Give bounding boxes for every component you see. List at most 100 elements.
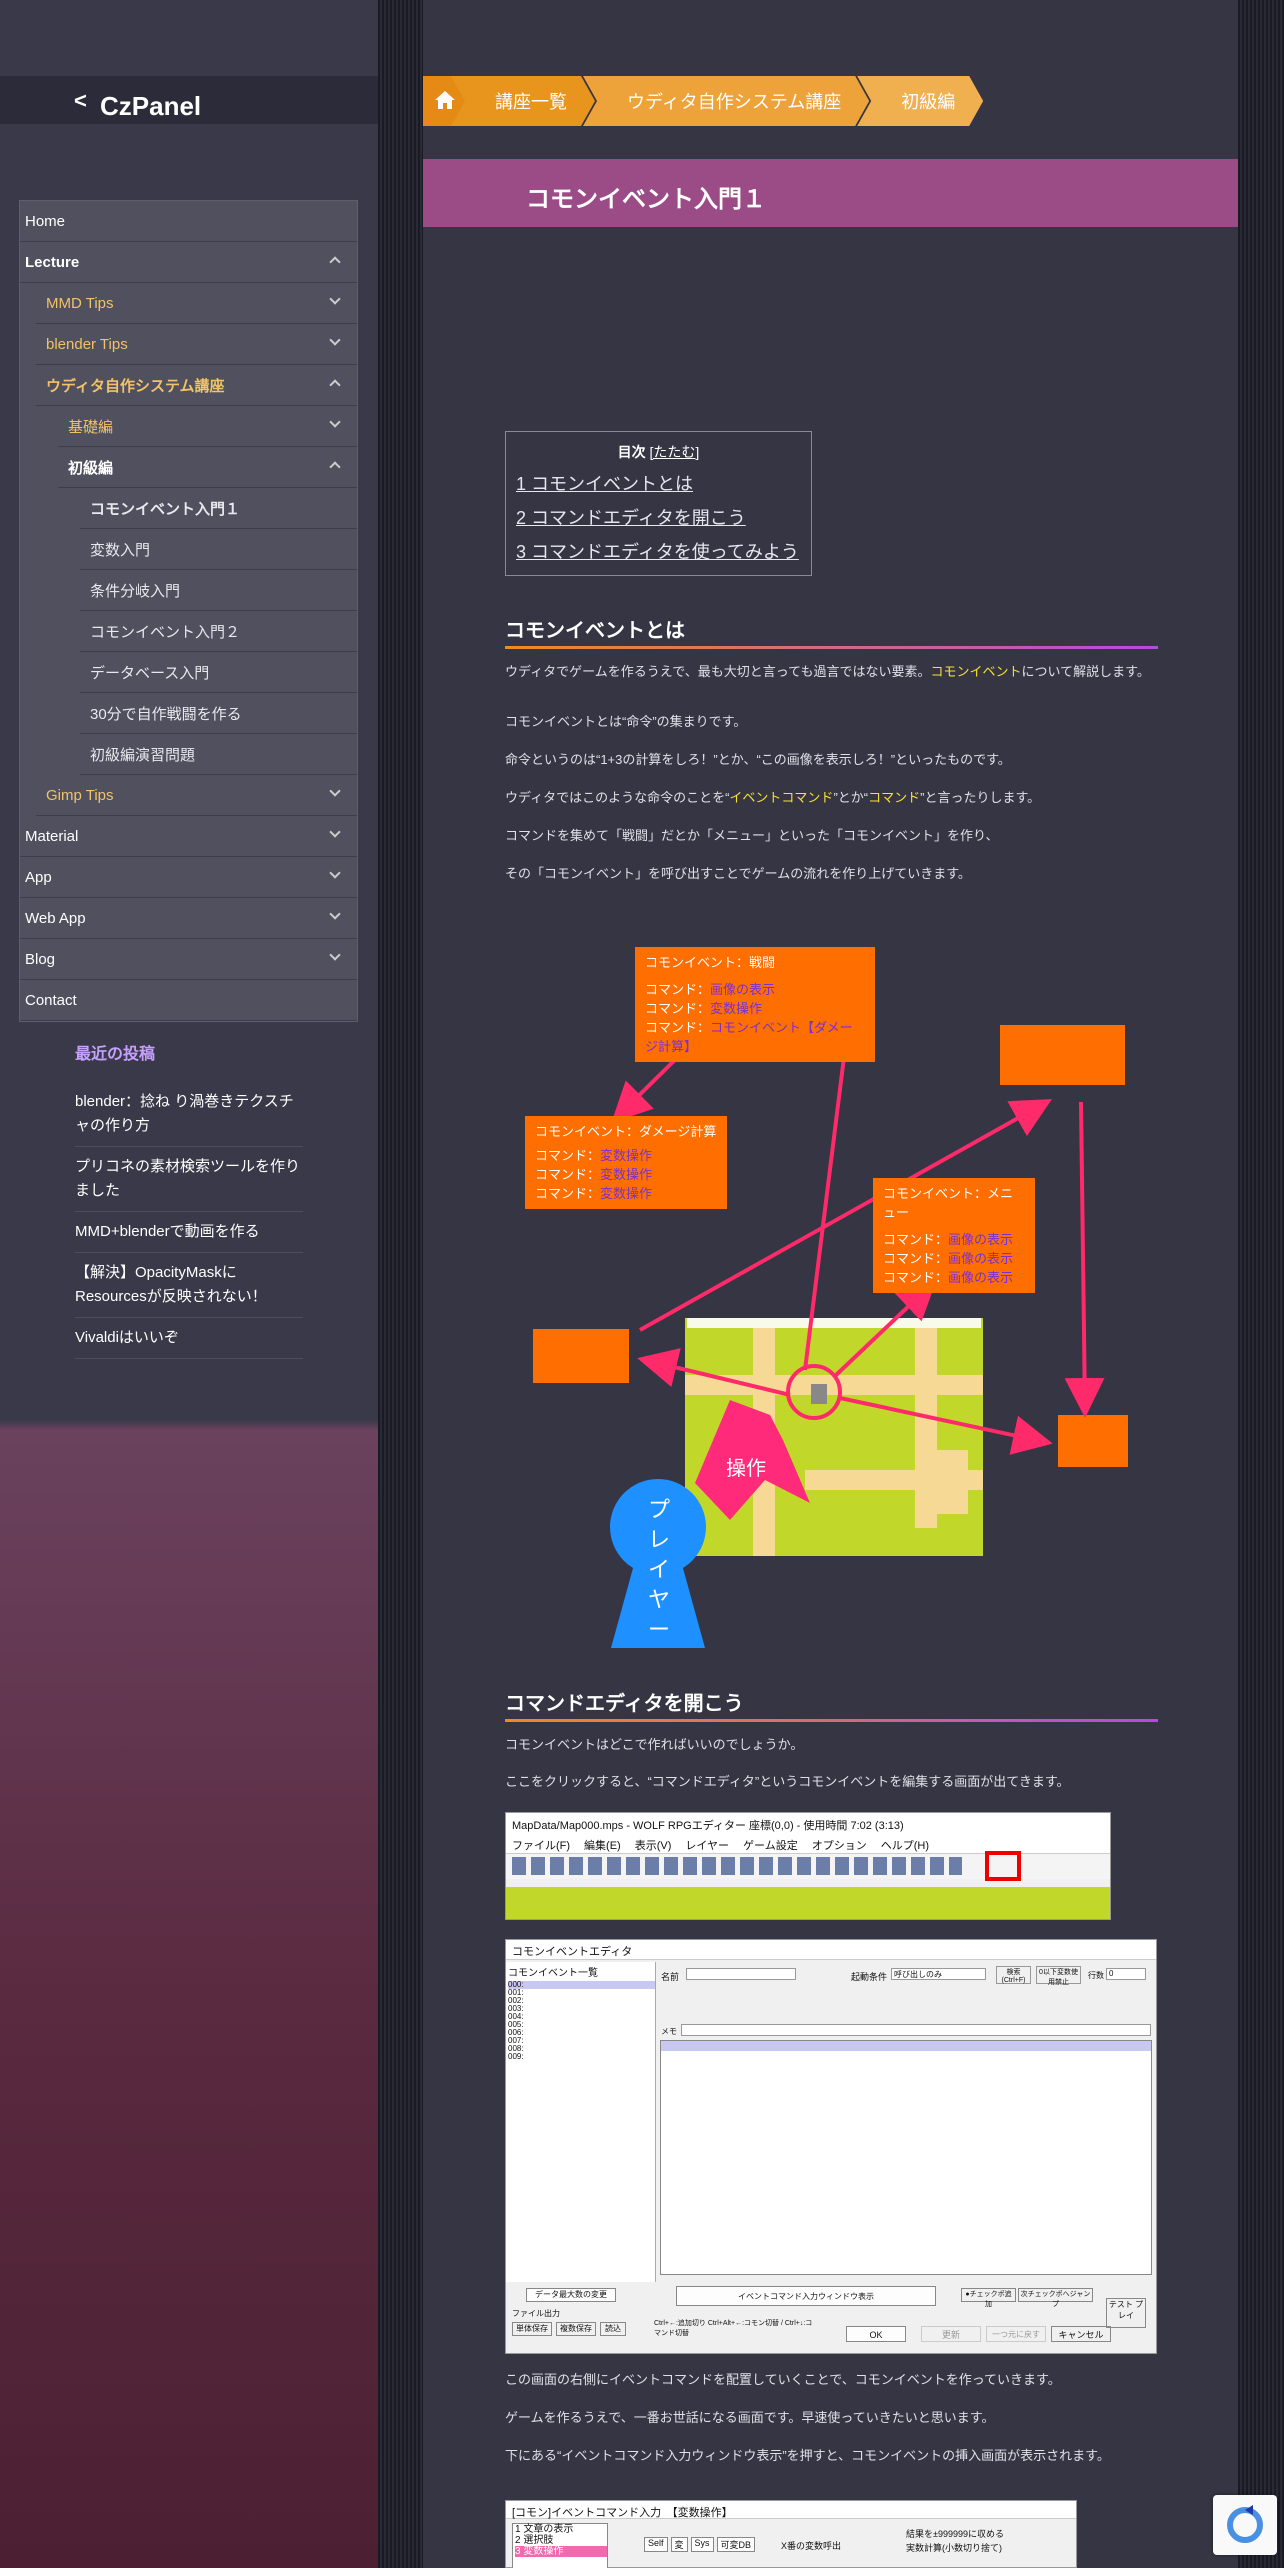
sidebar-item-label: Web App	[25, 909, 86, 927]
chevron-down-icon[interactable]	[329, 334, 341, 346]
common-event-diagram: コモンイベント：戦闘 コマンド：画像の表示 コマンド：変数操作 コマンド：コモン…	[505, 940, 1158, 1650]
toc-toggle[interactable]: [たたむ]	[649, 444, 700, 460]
recent-posts-title: 最近の投稿	[75, 1046, 156, 1063]
list-item: 004:	[508, 2012, 524, 2021]
common-event-list: コモンイベント一覧 000:001:002:003:004:005:006:00…	[506, 1962, 656, 2282]
toc-item-3[interactable]: 3 コマンドエディタを使ってみよう	[516, 542, 799, 562]
sidebar-item[interactable]: blender Tips	[36, 324, 357, 365]
list-item: 005:	[508, 2020, 524, 2029]
screenshot-tab: 可変DB	[716, 2537, 756, 2552]
recent-post-link[interactable]: 【解決】OpacityMaskにResourcesが反映されない！	[75, 1253, 303, 1318]
list-item: 008:	[508, 2044, 524, 2053]
paragraph-intro: ウディタでゲームを作るうえで、最も大切と言っても過言ではない要素。コモンイベント…	[505, 664, 1150, 679]
sidebar-item-label: 初級編演習問題	[90, 746, 196, 764]
sidebar-item-label: Lecture	[25, 253, 80, 271]
sidebar-item[interactable]: Home	[20, 201, 357, 242]
recent-post-link[interactable]: MMD+blenderで動画を作る	[75, 1212, 303, 1253]
paragraph: この画面の右側にイベントコマンドを配置していくことで、コモンイベントを作っていき…	[505, 2372, 1061, 2387]
sidebar-item[interactable]: Lecture	[20, 242, 357, 283]
sidebar-item-label: 条件分岐入門	[90, 582, 181, 600]
recent-posts-list: blender：捻ね り渦巻きテクスチャの作り方プリコネの素材検索ツールを作りま…	[75, 1082, 303, 1359]
paragraph: ゲームを作るうえで、一番お世話になる画面です。早速使っていきたいと思います。	[505, 2410, 995, 2425]
toc-item-2[interactable]: 2 コマンドエディタを開こう	[516, 508, 746, 528]
sidebar-item[interactable]: ウディタ自作システム講座	[36, 365, 357, 406]
list-item: 003:	[508, 2004, 524, 2013]
chevron-down-icon[interactable]	[329, 416, 341, 428]
sidebar-item[interactable]: 基礎編	[58, 406, 357, 447]
sidebar-item[interactable]: データベース入門	[80, 652, 357, 693]
diagram-box-menu: コモンイベント：メニュー コマンド：画像の表示 コマンド：画像の表示 コマンド：…	[873, 1178, 1035, 1293]
chevron-down-icon[interactable]	[329, 908, 341, 920]
screenshot-menu-item: オプション	[811, 1840, 867, 1852]
diagram-operation-label: 操作	[726, 1458, 766, 1480]
list-item: 002:	[508, 1996, 524, 2005]
sidebar-item[interactable]: 条件分岐入門	[80, 570, 357, 611]
sidebar-item-label: 基礎編	[68, 418, 114, 436]
breadcrumb-lectures[interactable]: 講座一覧	[451, 76, 595, 126]
list-item: 001:	[508, 1988, 524, 1997]
sidebar-item[interactable]: コモンイベント入門１	[80, 488, 357, 529]
screenshot-menu-item: ゲーム設定	[743, 1840, 798, 1852]
chevron-down-icon[interactable]	[329, 293, 341, 305]
chevron-down-icon[interactable]	[329, 867, 341, 879]
sidebar-item[interactable]: 30分で自作戦闘を作る	[80, 693, 357, 734]
recent-post-link[interactable]: プリコネの素材検索ツールを作りました	[75, 1147, 303, 1212]
sidebar-item[interactable]: Web App	[20, 898, 357, 939]
toc-title: 目次	[617, 444, 646, 460]
chevron-down-icon[interactable]	[329, 949, 341, 961]
diagram-map-and-arrows	[533, 1017, 1128, 1648]
screenshot-menu-item: ファイル(F)	[512, 1840, 571, 1852]
site-header[interactable]: < CzPanel	[0, 76, 378, 124]
recaptcha-icon	[1227, 2505, 1263, 2543]
sidebar-item-label: MMD Tips	[46, 294, 114, 312]
paragraph: コモンイベントとは“命令”の集まりです。	[505, 714, 747, 729]
sidebar-item-label: 初級編	[68, 459, 114, 477]
chevron-up-icon[interactable]	[329, 379, 341, 391]
breadcrumb-beginner[interactable]: 初級編	[857, 76, 983, 126]
sidebar-item-label: コモンイベント入門１	[90, 500, 241, 518]
table-of-contents: 目次 [たたむ] 1 コモンイベントとは 2 コマンドエディタを開こう 3 コマ…	[505, 431, 812, 576]
right-stripe-divider	[1238, 0, 1284, 2568]
chevron-down-icon[interactable]	[329, 826, 341, 838]
toc-item-1[interactable]: 1 コモンイベントとは	[516, 474, 694, 494]
sidebar-item-label: App	[25, 868, 52, 886]
recent-post-link[interactable]: blender：捻ね り渦巻きテクスチャの作り方	[75, 1082, 303, 1147]
sidebar-item[interactable]: Material	[20, 816, 357, 857]
sidebar-item[interactable]: Gimp Tips	[36, 775, 357, 816]
screenshot-menu-item: レイヤー	[685, 1840, 730, 1852]
screenshot-menubar: ファイル(F)編集(E)表示(V)レイヤーゲーム設定オプションヘルプ(H)	[506, 1835, 1110, 1853]
sidebar-item[interactable]: 初級編演習問題	[80, 734, 357, 775]
chevron-down-icon[interactable]	[329, 785, 341, 797]
sidebar-item-label: Home	[25, 212, 66, 230]
paragraph: 下にある“イベントコマンド入力ウィンドウ表示”を押すと、コモンイベントの挿入画面…	[505, 2448, 1110, 2463]
page-title: コモンイベント入門１	[526, 186, 766, 213]
chevron-up-icon[interactable]	[329, 256, 341, 268]
paragraph: ここをクリックすると、“コマンドエディタ”というコモンイベントを編集する画面が出…	[505, 1774, 1070, 1789]
event-command-input-button: イベントコマンド入力ウィンドウ表示	[676, 2286, 936, 2306]
sidebar-item[interactable]: 初級編	[58, 447, 357, 488]
section-heading-common-event: コモンイベントとは	[505, 614, 1158, 649]
breadcrumb-wodita-course[interactable]: ウディタ自作システム講座	[583, 76, 869, 126]
sidebar-item-label: 変数入門	[90, 541, 151, 559]
page-title-bar: コモンイベント入門１	[423, 159, 1238, 227]
sidebar-item[interactable]: Contact	[20, 980, 357, 1021]
sidebar-item-label: ウディタ自作システム講座	[46, 377, 225, 395]
sidebar-item[interactable]: MMD Tips	[36, 283, 357, 324]
sidebar-item[interactable]: 変数入門	[80, 529, 357, 570]
screenshot-tab: Sys	[690, 2537, 714, 2552]
recent-post-link[interactable]: Vivaldiはいいぞ	[75, 1318, 303, 1359]
screenshot-tab: 変	[670, 2537, 688, 2552]
common-event-editor-screenshot: コモンイベントエディタ コモンイベント一覧 000:001:002:003:00…	[505, 1939, 1157, 2354]
recaptcha-badge[interactable]	[1213, 2495, 1277, 2555]
chevron-up-icon[interactable]	[329, 461, 341, 473]
sidebar-item[interactable]: Blog	[20, 939, 357, 980]
section-heading-open-editor: コマンドエディタを開こう	[505, 1687, 1158, 1722]
paragraph: ウディタではこのような命令のことを“イベントコマンド”とか“コマンド”と言ったり…	[505, 790, 1041, 805]
sidebar-item[interactable]: コモンイベント入門２	[80, 611, 357, 652]
sidebar-item[interactable]: App	[20, 857, 357, 898]
screenshot-map-strip	[506, 1887, 1110, 1919]
site-logo[interactable]: CzPanel	[100, 91, 202, 121]
editor-screenshot-toolbar: MapData/Map000.mps - WOLF RPGエディター 座標(0,…	[505, 1812, 1111, 1920]
